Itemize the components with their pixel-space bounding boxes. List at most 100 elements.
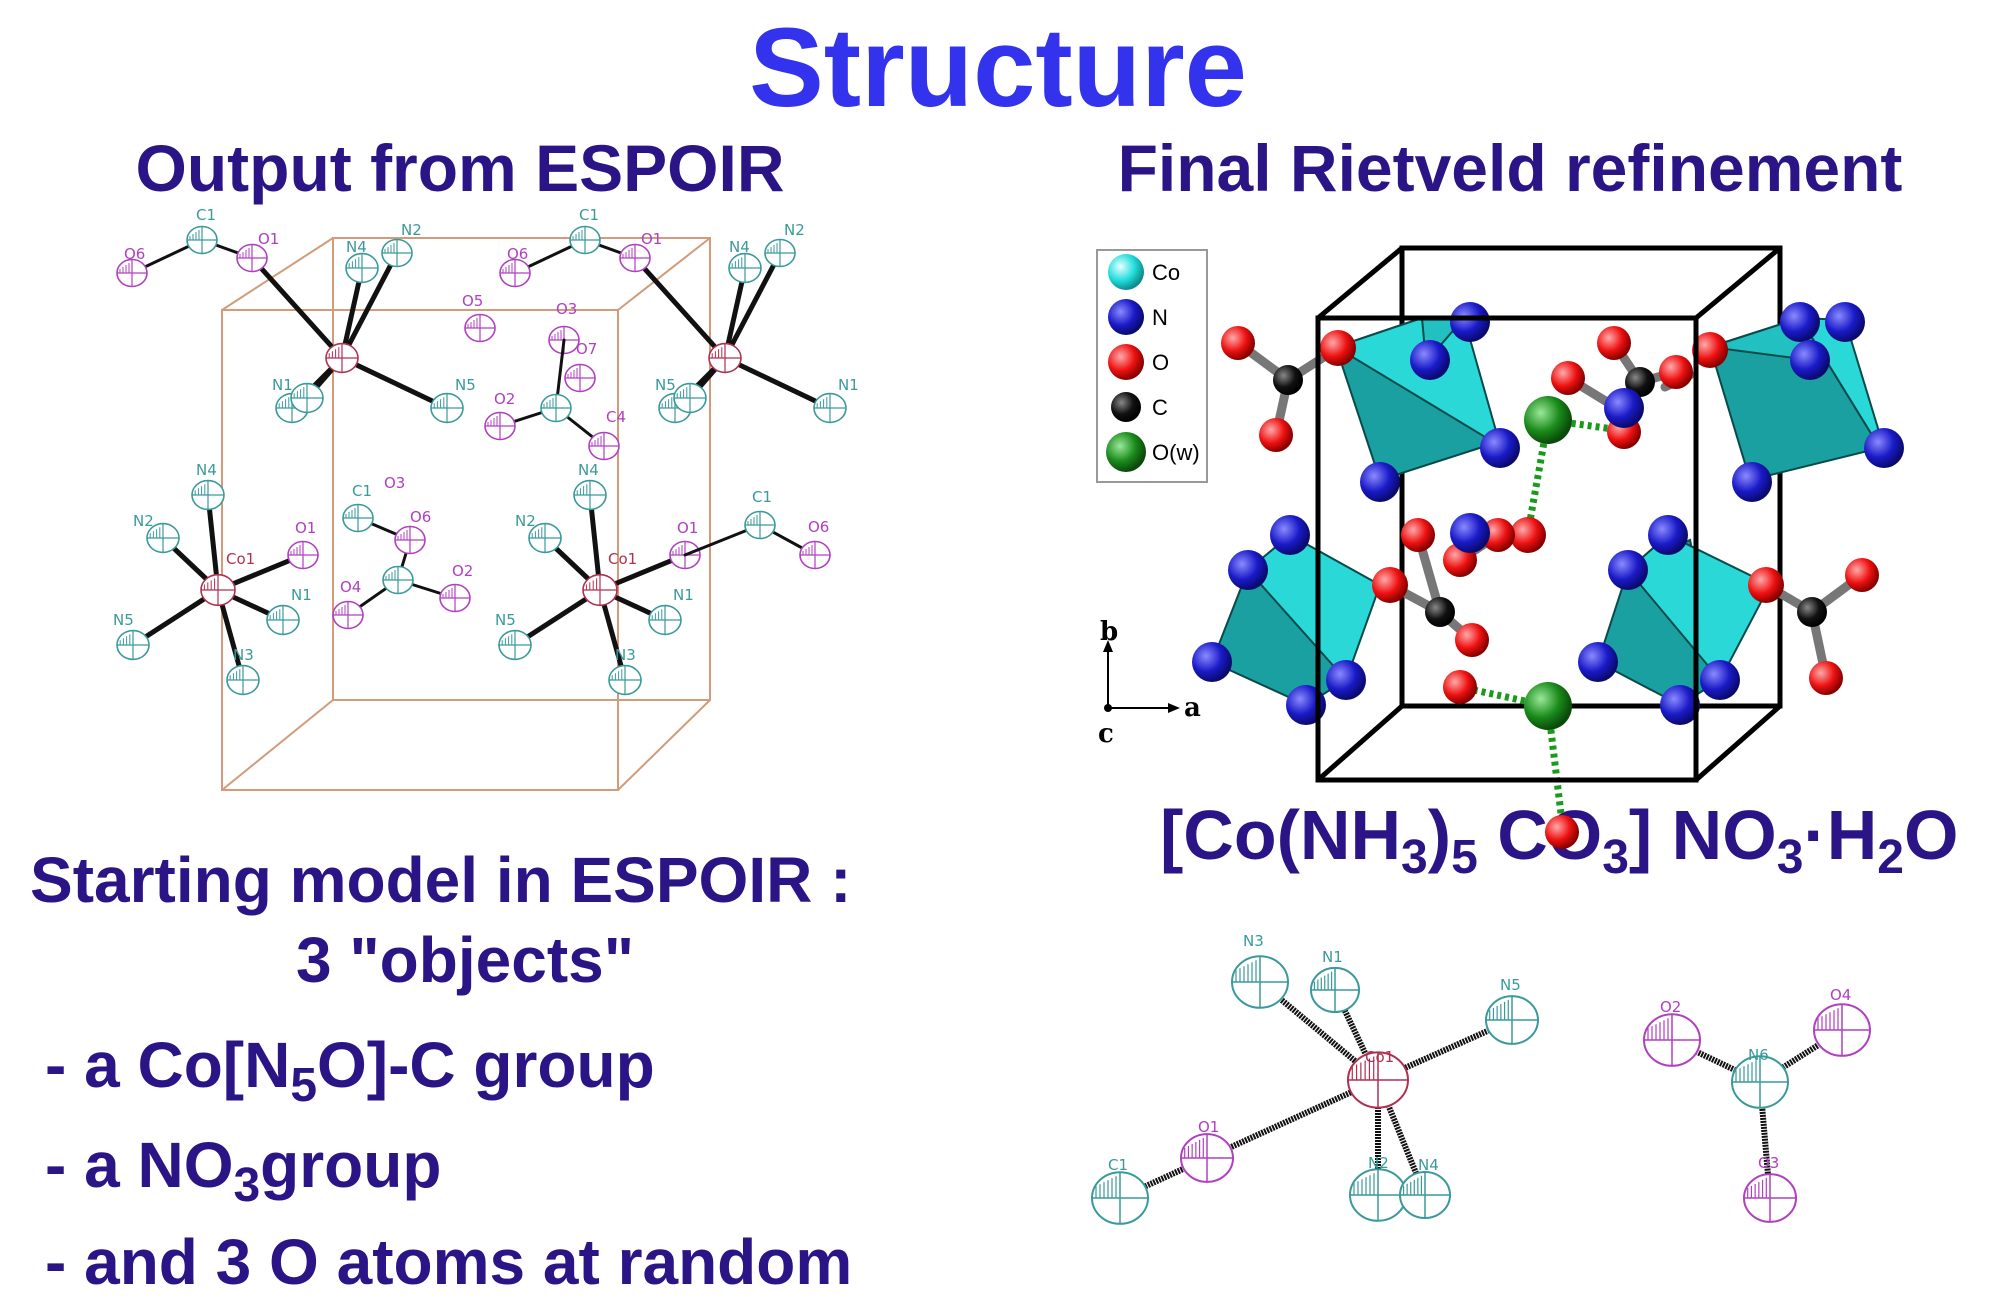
ortep-atom bbox=[1091, 1171, 1149, 1225]
ortep-atom bbox=[588, 431, 620, 461]
ortep-atom bbox=[1180, 1133, 1234, 1183]
atom-label: N5 bbox=[113, 611, 134, 629]
ortep-bond bbox=[339, 265, 365, 361]
atom-label: O1 bbox=[258, 230, 279, 248]
ortep-atom bbox=[1643, 1013, 1701, 1067]
atom-label: O2 bbox=[1660, 998, 1681, 1016]
atom-o bbox=[1845, 558, 1879, 592]
ortep-bond bbox=[339, 250, 400, 361]
chemical-formula: [Co(NH3)5 CO3] NO3·H2O bbox=[1160, 796, 1959, 884]
atom-n bbox=[1450, 302, 1490, 342]
atom-label: O1 bbox=[641, 230, 662, 248]
atom-label: O2 bbox=[494, 390, 515, 408]
atom-label: N3 bbox=[1243, 932, 1264, 950]
rietveld-atoms bbox=[1192, 302, 1904, 730]
ortep-atom bbox=[287, 540, 319, 570]
ortep-atom bbox=[813, 392, 847, 424]
ortep-atom bbox=[484, 411, 516, 441]
ortep-atom bbox=[266, 604, 300, 636]
atom-c bbox=[1797, 597, 1827, 627]
atom-o bbox=[1455, 623, 1489, 657]
ortep-atom bbox=[394, 525, 426, 555]
atom-label: O1 bbox=[295, 519, 316, 537]
axis-label-c: c bbox=[1098, 719, 1114, 749]
rietveld-cell-front bbox=[1315, 246, 1782, 783]
atom-o bbox=[1551, 361, 1585, 395]
legend-label: C bbox=[1152, 395, 1168, 420]
axis-indicator: b a c bbox=[1098, 617, 1201, 749]
ortep-bond bbox=[722, 250, 783, 361]
starting-model-line2: 3 "objects" bbox=[295, 924, 635, 996]
ortep-atom bbox=[799, 540, 831, 570]
atom-o bbox=[1481, 518, 1515, 552]
atom-label: O2 bbox=[452, 562, 473, 580]
atom-label: N2 bbox=[133, 512, 154, 530]
atom-o bbox=[1372, 567, 1408, 603]
atom-label: N6 bbox=[1748, 1046, 1769, 1064]
ortep-atom bbox=[764, 238, 796, 268]
atom-label: N2 bbox=[515, 512, 536, 530]
ortep-atom bbox=[226, 664, 260, 696]
atom-water bbox=[1524, 396, 1572, 444]
ortep-atom bbox=[573, 479, 607, 511]
ortep-atom bbox=[116, 629, 150, 661]
object-item-no3-group: - a NO3group bbox=[45, 1129, 442, 1212]
atom-label: C1 bbox=[196, 206, 216, 224]
ortep-atom bbox=[1485, 995, 1539, 1045]
ortep-atom bbox=[430, 392, 464, 424]
atom-label: Co1 bbox=[608, 550, 637, 568]
ortep-atom bbox=[1310, 966, 1360, 1014]
atom-n bbox=[1660, 685, 1700, 725]
atom-label: O7 bbox=[576, 340, 597, 358]
ortep-atom bbox=[332, 600, 364, 630]
ortep-atom bbox=[345, 252, 379, 284]
ortep-atom bbox=[1813, 1003, 1871, 1057]
ortep-atom bbox=[1349, 1168, 1407, 1222]
page-title: Structure bbox=[749, 5, 1247, 130]
atom-label: N2 bbox=[401, 221, 422, 239]
axis-label-a: a bbox=[1184, 693, 1201, 723]
ortep-atom bbox=[236, 243, 268, 273]
atom-label: O5 bbox=[462, 292, 483, 310]
object-item-random-atoms: - and 3 O atoms at random bbox=[45, 1226, 853, 1298]
atom-o bbox=[1259, 418, 1293, 452]
atom-label: N1 bbox=[1322, 948, 1343, 966]
ortep-atom bbox=[1743, 1173, 1797, 1223]
atom-label: N2 bbox=[784, 221, 805, 239]
starting-model-line1: Starting model in ESPOIR : bbox=[30, 844, 852, 916]
espoir-unit-cell bbox=[221, 237, 711, 791]
ortep-atom bbox=[381, 238, 413, 268]
ortep-atom bbox=[342, 503, 374, 533]
atom-n bbox=[1410, 340, 1450, 380]
ortep-atom bbox=[439, 583, 471, 613]
atom-label: N5 bbox=[455, 376, 476, 394]
atom-label: O6 bbox=[410, 508, 431, 526]
legend-swatch bbox=[1108, 254, 1144, 290]
ortep-atom bbox=[1347, 1051, 1409, 1109]
atom-n bbox=[1450, 513, 1490, 553]
atom-label: O3 bbox=[1758, 1154, 1779, 1172]
ortep-atom bbox=[1399, 1171, 1451, 1219]
atom-n bbox=[1604, 388, 1644, 428]
atom-label: O4 bbox=[340, 578, 361, 596]
axis-label-b: b bbox=[1100, 617, 1118, 647]
left-heading: Output from ESPOIR bbox=[135, 131, 785, 205]
legend-swatch bbox=[1108, 344, 1144, 380]
atom-n bbox=[1270, 515, 1310, 555]
atom-o bbox=[1809, 661, 1843, 695]
atom-label: O6 bbox=[124, 245, 145, 263]
ortep-bond bbox=[722, 355, 833, 411]
atom-label: N4 bbox=[196, 461, 217, 479]
ortep-atom bbox=[619, 243, 651, 273]
atom-label: N2 bbox=[1368, 1154, 1389, 1172]
atom-water bbox=[1524, 682, 1572, 730]
atom-o bbox=[1597, 326, 1631, 360]
ortep-atom bbox=[608, 664, 642, 696]
legend-swatch bbox=[1111, 392, 1141, 422]
atom-label: Co1 bbox=[1365, 1048, 1394, 1066]
atom-label: N5 bbox=[495, 611, 516, 629]
atom-label: C1 bbox=[579, 206, 599, 224]
ortep-atom bbox=[200, 573, 236, 607]
